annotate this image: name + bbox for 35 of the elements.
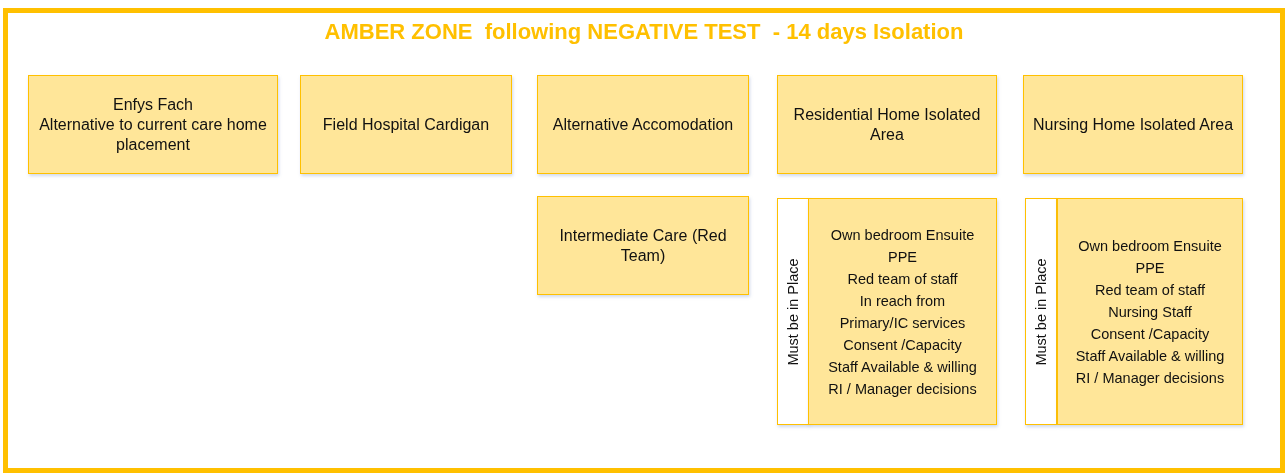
requirements-box: [1057, 198, 1243, 425]
requirement-item: RI / Manager decisions: [1075, 368, 1225, 388]
requirement-item: In reach from: [859, 291, 946, 311]
box-text: Alternative Accomodation: [551, 114, 735, 135]
vertical-label: Must be in Place: [784, 257, 802, 366]
option-box: [537, 196, 749, 295]
requirements-box: [808, 198, 997, 425]
requirement-item: Staff Available & willing: [828, 357, 977, 377]
requirement-item: Red team of staff: [1094, 280, 1206, 300]
requirement-side-tab: [1025, 198, 1057, 425]
box-text: Residential Home Isolated Area: [792, 104, 982, 145]
option-box: [28, 75, 278, 174]
requirement-item: PPE: [888, 247, 917, 267]
requirement-side-tab: [777, 198, 809, 425]
diagram-title: AMBER ZONE following NEGATIVE TEST - 14 days Isolation: [323, 19, 965, 45]
requirement-item: Own bedroom Ensuite: [830, 225, 975, 245]
box-text: Alternative to current care home placement: [38, 114, 268, 155]
requirement-item: Staff Available & willing: [1075, 346, 1225, 366]
requirement-item: Consent /Capacity: [1090, 324, 1210, 344]
option-box: [300, 75, 512, 174]
requirement-item: Consent /Capacity: [843, 335, 962, 355]
option-box: [537, 75, 749, 174]
box-text: Nursing Home Isolated Area: [1031, 114, 1235, 135]
requirement-item: Primary/IC services: [839, 313, 966, 333]
vertical-label: Must be in Place: [1032, 257, 1050, 366]
requirement-item: Nursing Staff: [1108, 302, 1192, 322]
requirement-item: Own bedroom Ensuite: [1078, 236, 1222, 256]
option-box: [777, 75, 997, 174]
option-box: [1023, 75, 1243, 174]
requirement-item: Red team of staff: [847, 269, 958, 289]
requirement-item: RI / Manager decisions: [828, 379, 977, 399]
box-text: Intermediate Care (Red Team): [558, 225, 728, 266]
box-text: Enfys Fach: [112, 94, 194, 115]
box-text: Field Hospital Cardigan: [321, 114, 491, 135]
requirement-item: PPE: [1135, 258, 1165, 278]
